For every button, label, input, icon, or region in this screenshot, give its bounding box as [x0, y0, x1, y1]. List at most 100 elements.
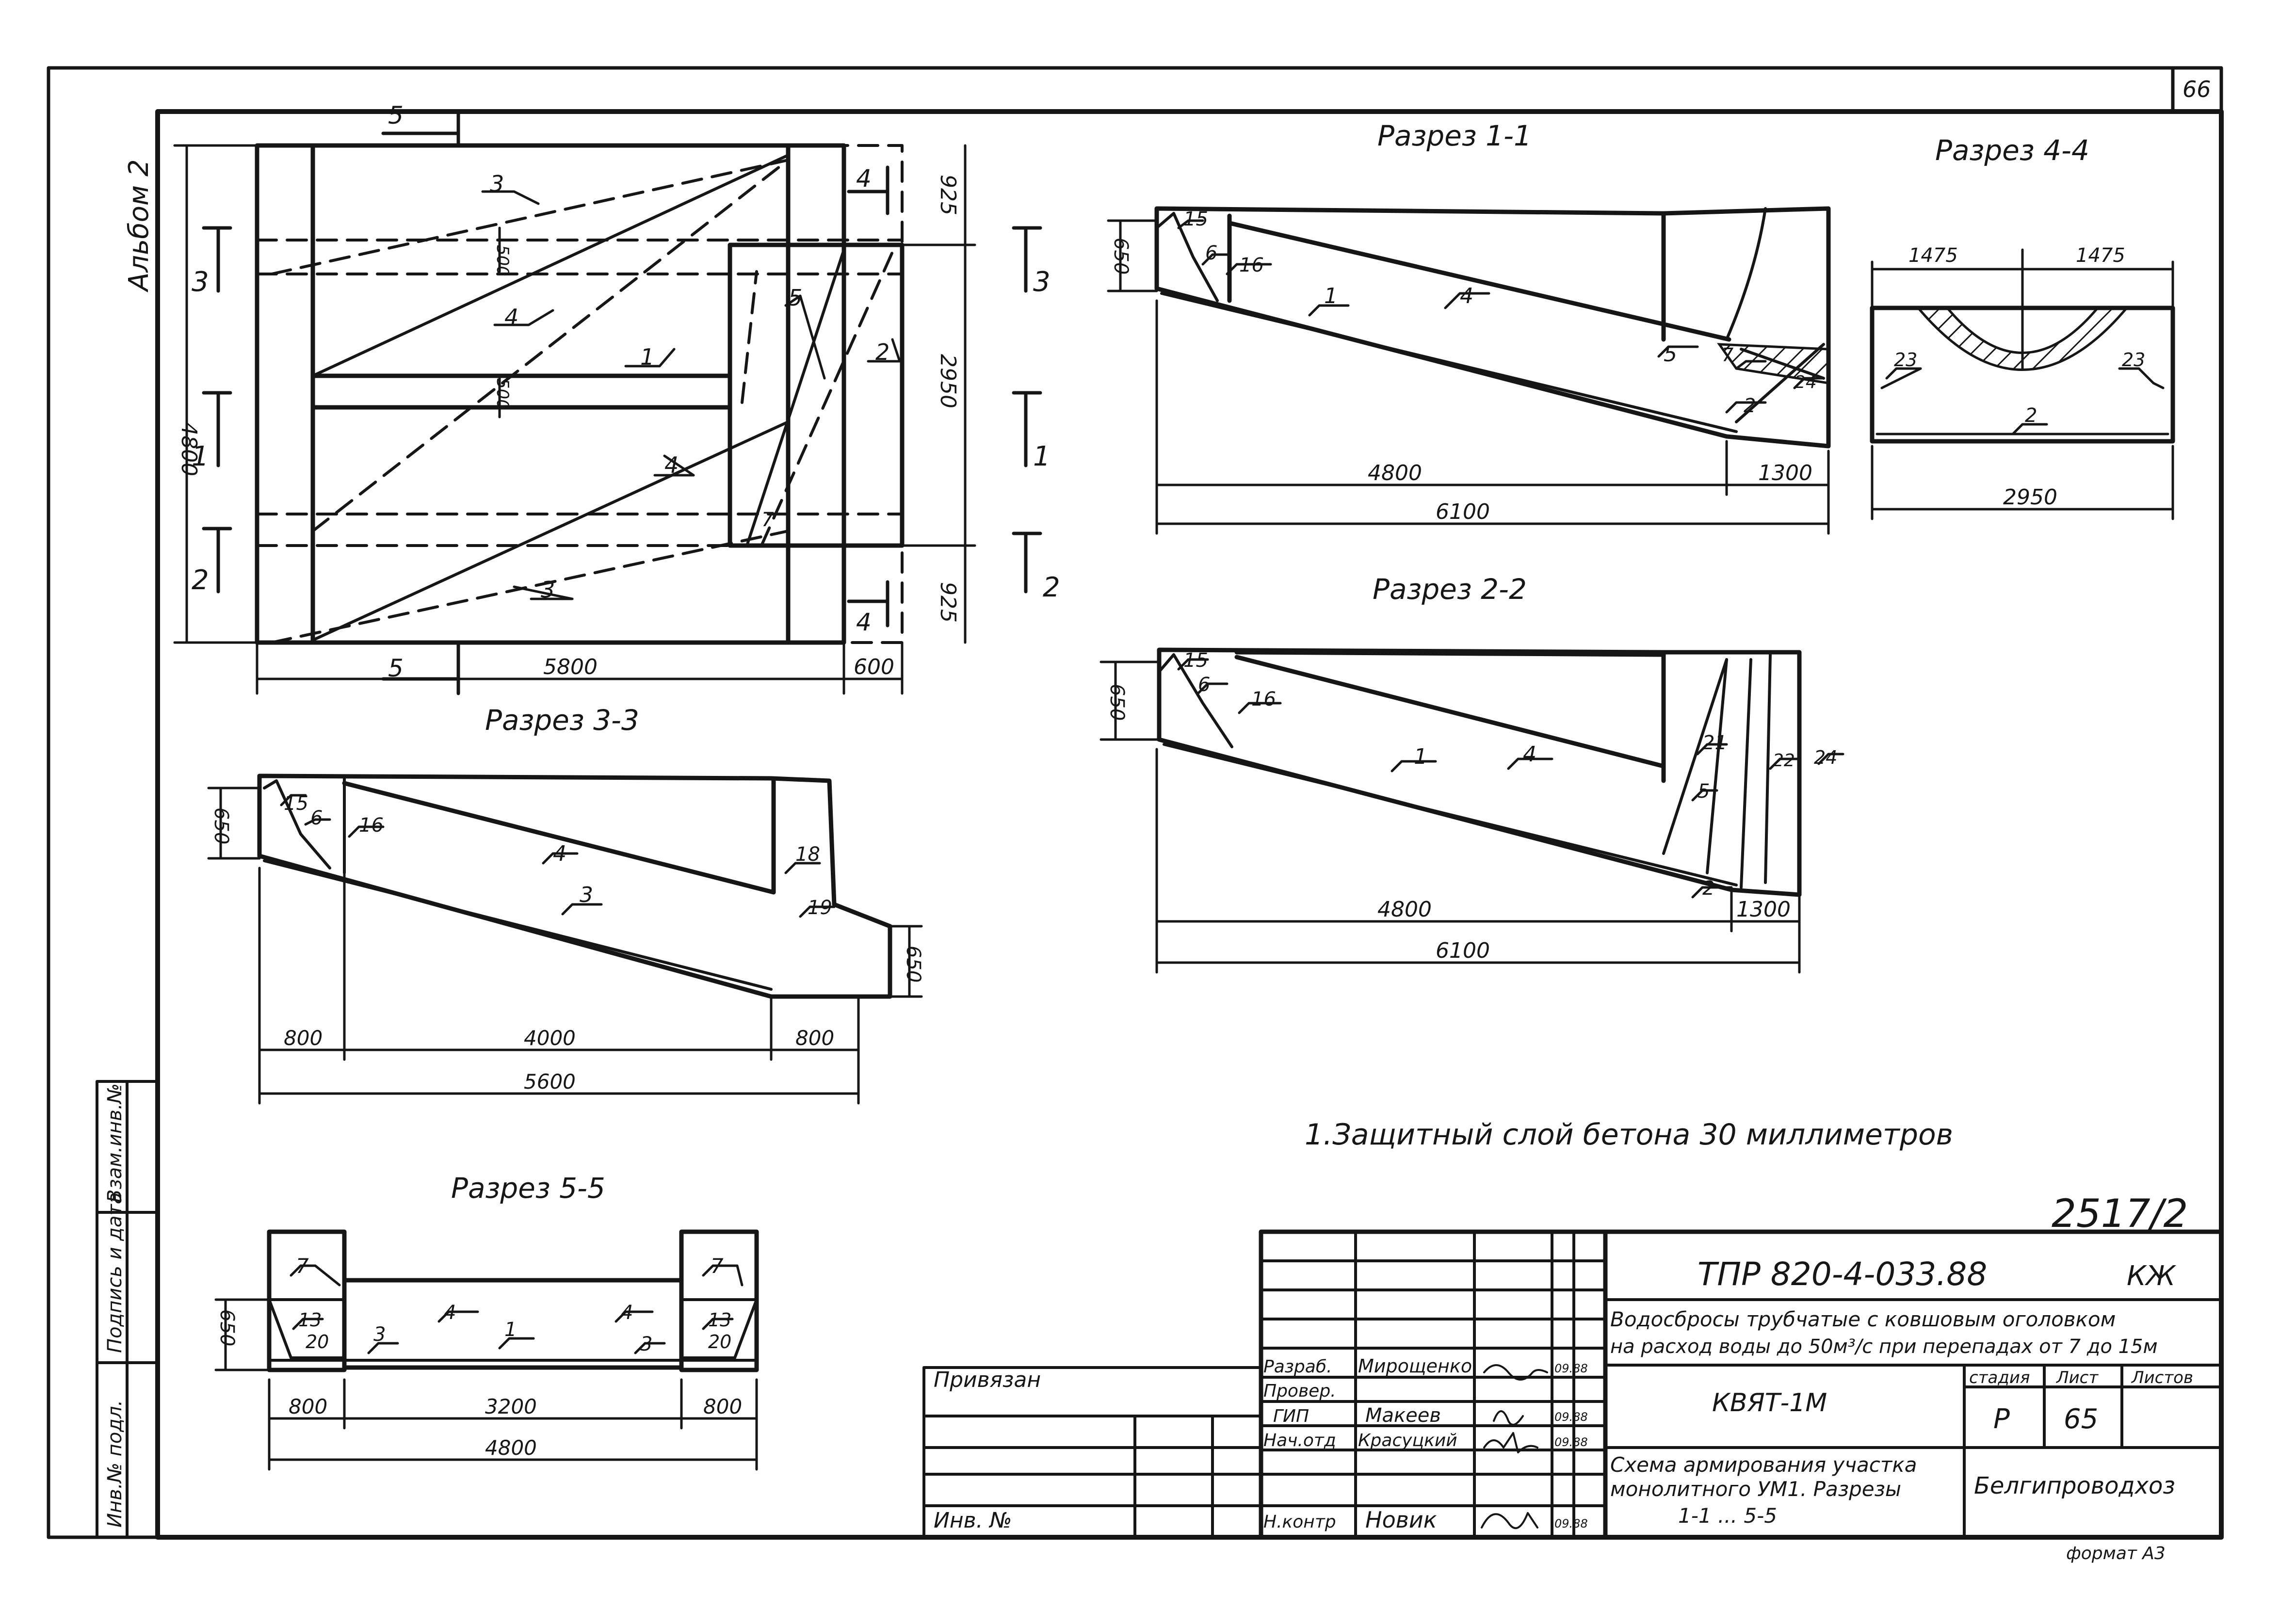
plan-sec-4-top: 4: [856, 164, 872, 193]
document-mark: КЖ: [2127, 1260, 2177, 1292]
plan-mark-3-top: 3: [490, 171, 504, 197]
name-norm-control: Новик: [1365, 1507, 1437, 1533]
section-1-1-hatch: [1717, 343, 1830, 385]
s22-mark-4: 4: [1523, 742, 1536, 767]
s55-dim-800-left: 800: [289, 1395, 327, 1418]
section-5-5-title: Разрез 5-5: [451, 1172, 605, 1205]
s33-dim-4000: 4000: [524, 1026, 576, 1050]
role-chief-engineer: ГИП: [1273, 1406, 1309, 1426]
s11-mark-15: 15: [1183, 208, 1208, 230]
document-code: ТПР 820-4-033.88: [1698, 1256, 1987, 1293]
plan-mark-4-top: 4: [504, 304, 518, 330]
paper-format: формат А3: [2066, 1544, 2166, 1563]
plan-sec-3-left: 3: [192, 266, 209, 298]
s55-mark-3-left: 3: [373, 1323, 386, 1346]
s44-dim-1475-left: 1475: [1908, 244, 1958, 267]
title-block: [1259, 1229, 2224, 1540]
s55-mark-7-left: 7: [296, 1254, 309, 1278]
page-number: 66: [2183, 76, 2211, 102]
sheet-value: 65: [2064, 1403, 2098, 1435]
s22-dim-4800: 4800: [1377, 897, 1432, 922]
album-label: Альбом 2: [123, 159, 155, 292]
plan-dim-4800: 4800: [177, 422, 201, 476]
s11-dim-6100: 6100: [1436, 499, 1490, 524]
role-developer: Разраб.: [1263, 1357, 1332, 1377]
s11-dim-4800: 4800: [1368, 461, 1422, 485]
s55-mark-4-left: 4: [444, 1302, 456, 1324]
s22-mark-1: 1: [1414, 744, 1427, 769]
drawing-title-line-2: монолитного УМ1. Разрезы: [1610, 1477, 1901, 1501]
plan-dim-2950: 2950: [936, 354, 960, 408]
s33-mark-18: 18: [795, 843, 820, 866]
plan-sec-1-right: 1: [1033, 441, 1051, 472]
name-chief-engineer: Макеев: [1365, 1404, 1441, 1427]
section-5-5: Разрез 5-5: [214, 1172, 759, 1471]
name-department-head: Красуцкий: [1358, 1431, 1457, 1450]
project-title-line-1: Водосбросы трубчатые с ковшовым оголовко…: [1610, 1307, 2116, 1331]
plan-dim-600: 600: [854, 655, 894, 679]
side-cell-sign: Подпись и дата: [104, 1192, 126, 1353]
s22-dim-1300: 1300: [1736, 897, 1791, 922]
plan-dim-925-bottom: 925: [936, 582, 960, 623]
organization: Белгипроводхоз: [1974, 1472, 2175, 1499]
s11-mark-4: 4: [1460, 284, 1473, 308]
inventory-label: Инв. №: [934, 1508, 1012, 1533]
s44-dim-2950: 2950: [2003, 485, 2057, 510]
s22-mark-21: 21: [1702, 732, 1727, 754]
plan-dim-5800: 5800: [543, 655, 598, 679]
s11-mark-6: 6: [1205, 242, 1217, 264]
plan-mark-4-mid: 4: [664, 452, 679, 478]
s55-dim-4800: 4800: [485, 1436, 537, 1460]
s44-mark-2: 2: [2025, 404, 2037, 427]
section-2-2-title: Разрез 2-2: [1373, 573, 1527, 606]
plan-sec-3-right: 3: [1033, 266, 1051, 298]
s44-mark-23-left: 23: [1894, 349, 1917, 370]
date-developer: 09.88: [1554, 1362, 1588, 1375]
s22-dim-6100: 6100: [1436, 938, 1490, 963]
archive-number: 2517/2: [2052, 1191, 2188, 1236]
plan-sec-5-top: 5: [388, 101, 404, 129]
s55-mark-4-right: 4: [621, 1302, 633, 1324]
s55-mark-1: 1: [504, 1319, 517, 1341]
role-norm-control: Н.контр: [1263, 1512, 1336, 1532]
general-note: 1.Защитный слой бетона 30 миллиметров: [1305, 1118, 1953, 1152]
s33-dim-650-left: 650: [210, 807, 232, 844]
binding-label: Привязан: [934, 1368, 1041, 1392]
sheet-header: Лист: [2055, 1368, 2099, 1387]
side-stamp: [96, 1080, 159, 1539]
s22-mark-22: 22: [1773, 751, 1795, 771]
s22-mark-16: 16: [1251, 688, 1276, 710]
plan-sec-4-bottom: 4: [856, 608, 872, 636]
plan-dim-500-b: 500: [493, 378, 512, 410]
s11-mark-24: 24: [1795, 372, 1817, 392]
sheets-header: Листов: [2131, 1368, 2193, 1387]
plan-dim-925-top: 925: [936, 175, 960, 215]
stage-header: стадия: [1969, 1368, 2030, 1387]
drawing-title-line-3: 1-1 ... 5-5: [1678, 1504, 1777, 1528]
date-chief-engineer: 09.88: [1554, 1410, 1588, 1424]
s33-mark-16: 16: [359, 814, 384, 837]
plan-sec-5-bottom: 5: [388, 654, 404, 682]
s11-mark-16: 16: [1239, 254, 1264, 276]
s11-mark-5: 5: [1664, 342, 1677, 367]
plan-sec-1-left: 1: [192, 441, 209, 472]
drawing-title-line-1: Схема армирования участка: [1610, 1453, 1917, 1477]
s55-mark-13-right: 13: [708, 1309, 731, 1331]
side-cell-replace: Взам.инв.№: [104, 1083, 126, 1203]
section-1-1-title: Разрез 1-1: [1377, 119, 1532, 152]
s22-dim-650: 650: [1106, 684, 1128, 721]
s33-mark-4: 4: [553, 841, 566, 866]
s33-dim-800-left: 800: [284, 1026, 323, 1050]
project-title-line-2: на расход воды до 50м³/с при перепадах о…: [1610, 1336, 2158, 1358]
plan-mark-3-bottom: 3: [541, 577, 555, 603]
name-developer: Мирощенко: [1358, 1355, 1472, 1377]
s22-mark-5: 5: [1698, 780, 1710, 803]
binding-block: [922, 1366, 1262, 1539]
s11-dim-1300: 1300: [1758, 461, 1812, 485]
plan-view: 4800 925 2950 925 5800 600 500 500 3 1 2…: [173, 101, 1060, 695]
side-cell-inv: Инв.№ подл.: [104, 1400, 126, 1528]
s22-mark-2: 2: [1702, 877, 1714, 900]
s22-mark-15: 15: [1183, 649, 1208, 672]
section-2-2: Разрез 2-2: [1099, 573, 1844, 974]
